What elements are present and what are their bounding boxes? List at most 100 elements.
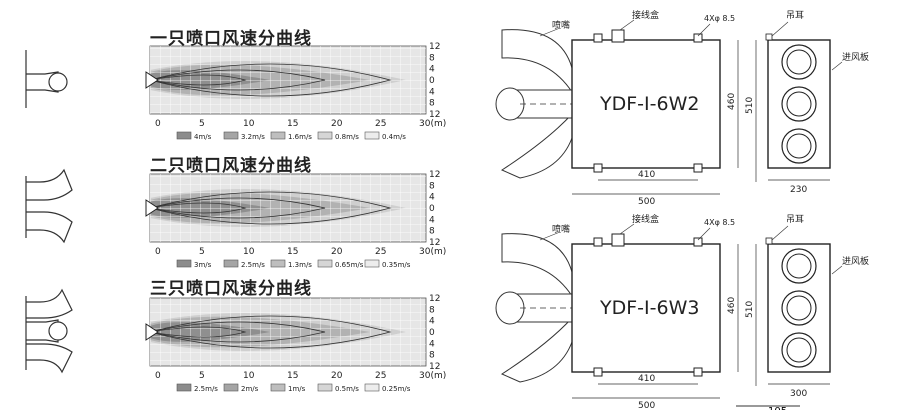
junction-box	[611, 29, 625, 43]
legend-label: 2m/s	[241, 385, 259, 393]
chart-y-tick-label: 8	[429, 53, 435, 63]
leader-line	[831, 61, 843, 71]
legend-swatch	[223, 131, 239, 140]
leader-line	[831, 265, 843, 275]
mount-bolt	[593, 163, 603, 173]
leader-line	[697, 23, 711, 37]
inlet-panel-label: 进风板	[842, 51, 869, 63]
legend-label: 1.6m/s	[288, 133, 312, 141]
chart-y-tick-label: 4	[429, 193, 435, 203]
leader-line	[539, 231, 561, 241]
chart-x-tick-label: 20	[331, 119, 343, 129]
unit-model-label: YDF-I-6W3	[599, 297, 699, 319]
nozzle-upper-outline	[501, 233, 573, 298]
chart-y-tick-label: 12	[429, 42, 440, 52]
leader-line	[771, 21, 789, 37]
chart-x-tick-label: 10	[243, 371, 255, 381]
chart-3-title: 三只喷口风速分曲线	[150, 279, 312, 299]
legend-label: 3.2m/s	[241, 133, 265, 141]
chart-grid	[150, 174, 426, 242]
dimension-width: 300	[790, 389, 807, 399]
chart-y-tick-label: 8	[429, 351, 435, 361]
dimension-width: 230	[790, 185, 807, 195]
inlet-circle-inner	[786, 133, 812, 159]
junction-box-label: 接线盒	[632, 213, 659, 225]
dimension-460: 460	[727, 297, 737, 314]
chart-y-tick-label: 8	[429, 181, 435, 191]
mount-bolt	[593, 237, 603, 247]
legend-label: 1.3m/s	[288, 261, 312, 269]
chart-2-title: 二只喷口风速分曲线	[150, 156, 312, 176]
legend-swatch	[364, 259, 380, 268]
chart-y-tick-label: 12	[429, 294, 440, 304]
lifting-lug-label: 吊耳	[786, 10, 804, 21]
legend-label: 0.35m/s	[382, 261, 411, 269]
chart-contour-line	[149, 321, 326, 343]
legend-swatch	[176, 131, 192, 140]
legend-label: 2.5m/s	[241, 261, 265, 269]
nozzle-label: 喷嘴	[552, 20, 570, 31]
chart-y-tick-label: 8	[429, 99, 435, 109]
chart-contour-line	[149, 197, 326, 219]
legend-label: 4m/s	[194, 133, 212, 141]
legend-swatch	[270, 131, 286, 140]
nozzle-lower-outline	[500, 316, 573, 383]
dimension-410: 410	[638, 170, 655, 180]
chart-x-tick-label: 30(m)	[419, 119, 446, 129]
chart-y-tick-label: 4	[429, 339, 435, 349]
legend-swatch	[317, 131, 333, 140]
lifting-lug	[765, 237, 773, 245]
chart-x-tick-label: 10	[243, 119, 255, 129]
legend-swatch	[223, 259, 239, 268]
chart-x-tick-label: 0	[155, 371, 161, 381]
dimension-510: 510	[745, 97, 755, 114]
inlet-circle-inner	[786, 295, 812, 321]
chart-x-tick-label: 25	[375, 371, 386, 381]
leader-line	[619, 19, 635, 31]
chart-x-tick-label: 20	[331, 371, 343, 381]
chart-nozzle-marker	[145, 71, 159, 89]
chart-y-tick-label: 12	[429, 362, 440, 372]
chart-y-tick-label: 4	[429, 317, 435, 327]
chart-x-tick-label: 5	[199, 119, 205, 129]
dimension-500: 500	[638, 401, 655, 410]
chart-y-tick-label: 0	[429, 204, 435, 214]
chart-x-tick-label: 15	[287, 371, 298, 381]
legend-label: 3m/s	[194, 261, 212, 269]
chart-contour-line	[149, 326, 247, 338]
nozzle-mouth-circle	[495, 291, 525, 325]
double-nozzle-icon	[25, 168, 73, 244]
nozzle-label: 喷嘴	[552, 224, 570, 235]
legend-label: 0.4m/s	[382, 133, 406, 141]
mounting-holes-label: 4Xφ 8.5	[704, 218, 735, 227]
legend-swatch	[270, 259, 286, 268]
bottom-partial-dimension: 105	[736, 405, 800, 410]
bottom-partial-text: 105	[768, 406, 787, 410]
chart-x-tick-label: 0	[155, 247, 161, 257]
chart-nozzle-marker	[145, 323, 159, 341]
chart-y-tick-label: 12	[429, 170, 440, 180]
chart-y-tick-label: 8	[429, 227, 435, 237]
inlet-circle-inner	[786, 337, 812, 363]
legend-label: 2.5m/s	[194, 385, 218, 393]
dimension-500: 500	[638, 197, 655, 207]
chart-1-title: 一只喷口风速分曲线	[150, 29, 312, 49]
chart-x-tick-label: 30(m)	[419, 371, 446, 381]
legend-label: 1m/s	[288, 385, 306, 393]
chart-contour-line	[149, 315, 392, 349]
legend-swatch	[176, 383, 192, 392]
nozzle-upper-outline	[501, 29, 573, 94]
leader-line	[771, 225, 789, 241]
legend-swatch	[176, 259, 192, 268]
chart-x-tick-label: 30(m)	[419, 247, 446, 257]
legend-swatch	[364, 383, 380, 392]
chart-contour-line	[149, 63, 392, 97]
chart-y-tick-label: 0	[429, 328, 435, 338]
single-nozzle-icon	[25, 50, 68, 108]
mount-bolt	[593, 367, 603, 377]
